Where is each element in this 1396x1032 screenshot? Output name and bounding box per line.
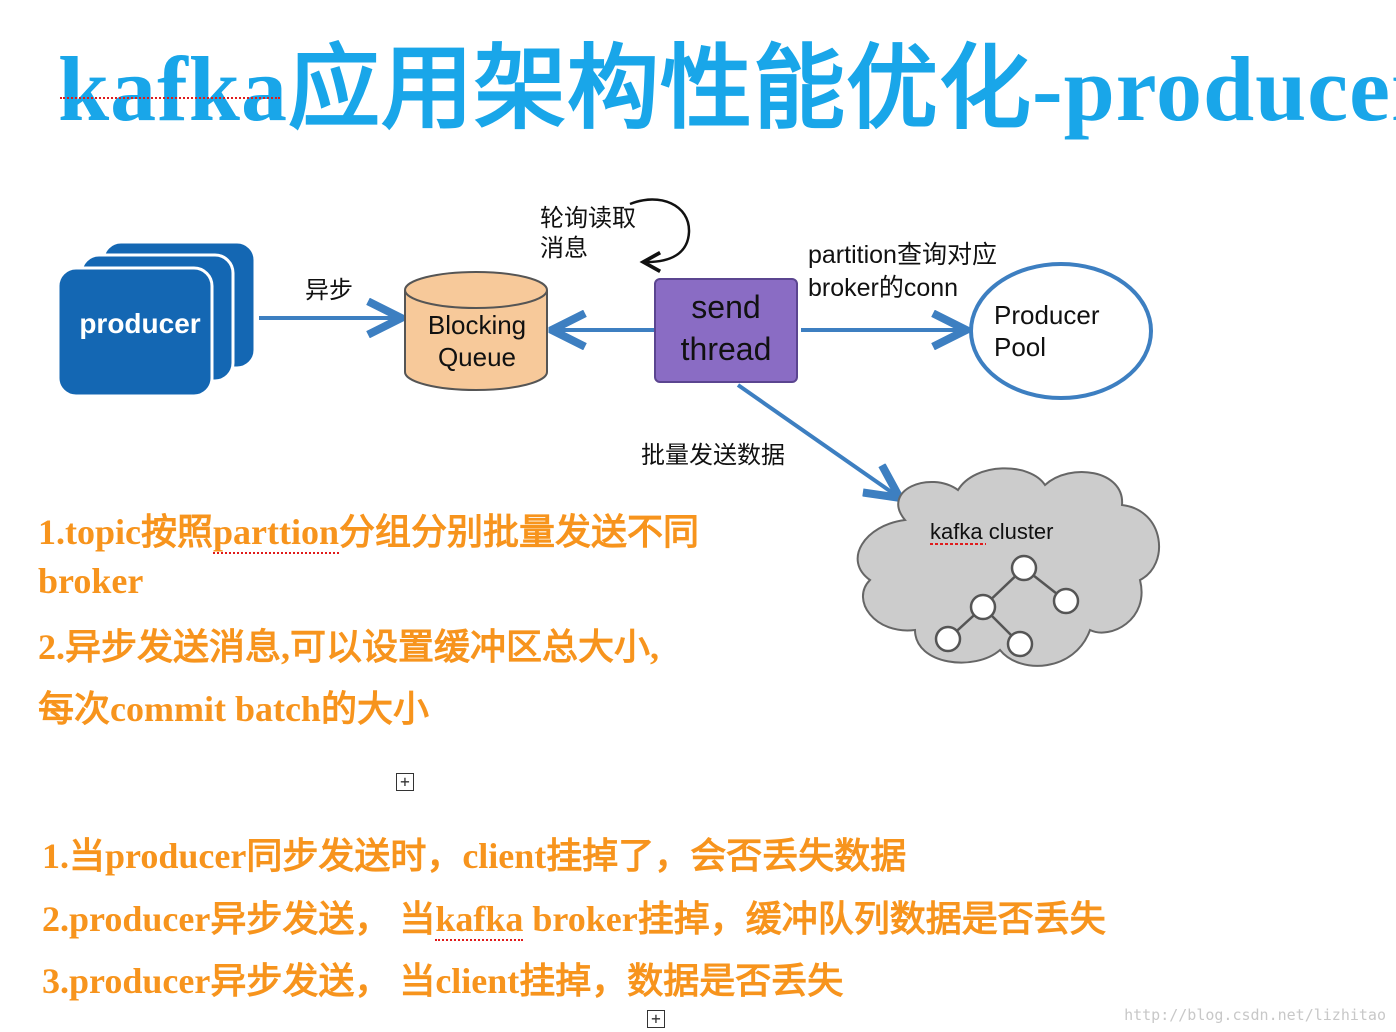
send-thread: send thread bbox=[654, 278, 798, 383]
note1-line1-underlined: parttion bbox=[213, 512, 339, 554]
expand-box-icon[interactable]: + bbox=[396, 773, 414, 791]
poll-label-line2: 消息 bbox=[540, 235, 588, 262]
note1-line4: 每次commit batch的大小 bbox=[38, 689, 429, 729]
note2-line2-prefix: 2.producer异步发送， 当 bbox=[42, 899, 436, 939]
note2-line1: 1.当producer同步发送时，client挂掉了，会否丢失数据 bbox=[42, 836, 907, 876]
page-title: kafka应用架构性能优化-producer bbox=[58, 14, 1396, 147]
producer-stack: producer bbox=[56, 240, 257, 398]
note1-line1-prefix: 1.topic按照 bbox=[38, 512, 213, 552]
batch-label: 批量发送数据 bbox=[641, 442, 785, 469]
kafka-cluster: kafka cluster bbox=[856, 467, 1161, 667]
queue-label-line2: Queue bbox=[438, 342, 516, 372]
queue-label-line1: Blocking bbox=[428, 310, 526, 340]
spellcheck-underline bbox=[60, 97, 280, 99]
title-prefix: kafka bbox=[58, 38, 288, 140]
note2-line2-suffix: broker挂掉，缓冲队列数据是否丢失 bbox=[523, 899, 1106, 939]
note1-line2: broker bbox=[38, 561, 144, 601]
cluster-label: kafka cluster bbox=[930, 519, 1054, 544]
loop-arrow-icon bbox=[629, 198, 691, 262]
pool-label-line2: Pool bbox=[994, 332, 1046, 362]
note1-line1-suffix: 分组分别批量发送不同 bbox=[339, 512, 700, 552]
poll-label-line1: 轮询读取 bbox=[540, 205, 636, 232]
watermark: http://blog.csdn.net/lizhitao bbox=[1124, 1006, 1386, 1024]
note2-line3: 3.producer异步发送， 当client挂掉，数据是否丢失 bbox=[42, 961, 844, 1001]
partition-label-line1: partition查询对应 bbox=[808, 241, 997, 269]
producer-label: producer bbox=[79, 308, 200, 339]
pool-label-line1: Producer bbox=[994, 300, 1100, 330]
note2-line2: 2.producer异步发送， 当kafka broker挂掉，缓冲队列数据是否… bbox=[42, 890, 1106, 942]
expand-box-icon-bottom[interactable]: + bbox=[647, 1010, 665, 1028]
producer-pool: Producer Pool bbox=[969, 262, 1153, 400]
cluster-tree-icon bbox=[934, 554, 1080, 658]
send-label-line2: thread bbox=[681, 331, 772, 367]
note1-line3: 2.异步发送消息,可以设置缓冲区总大小, bbox=[38, 627, 660, 667]
send-label-line1: send bbox=[691, 289, 760, 325]
note1-line1: 1.topic按照parttion分组分别批量发送不同 bbox=[38, 503, 699, 555]
title-rest: 应用架构性能优化-producer bbox=[287, 38, 1396, 140]
batch-arrow bbox=[736, 383, 897, 496]
note2-line2-underlined: kafka bbox=[435, 899, 524, 941]
partition-label-line2: broker的conn bbox=[808, 274, 958, 302]
async-label: 异步 bbox=[305, 277, 353, 304]
blocking-queue: Blocking Queue bbox=[404, 271, 548, 391]
